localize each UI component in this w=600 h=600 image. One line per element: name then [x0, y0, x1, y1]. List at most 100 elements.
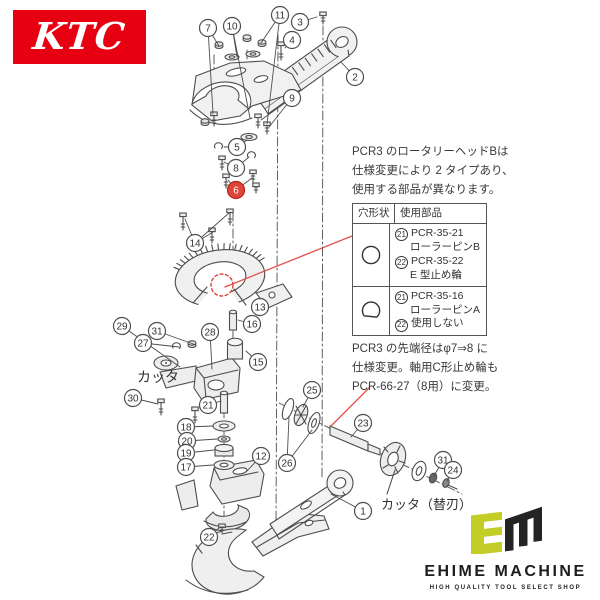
shaft-cutter-assembly	[281, 397, 458, 495]
circled-num: 22	[395, 318, 408, 332]
ehime-machine-tagline: HIGH QUALITY TOOL SELECT SHOP	[429, 585, 582, 591]
svg-text:9: 9	[289, 93, 295, 104]
callout-13: 13	[250, 297, 270, 317]
callout-23: 23	[350, 413, 373, 438]
part-note: 使用しない	[411, 317, 464, 330]
feed-lever-part1	[269, 469, 354, 540]
svg-text:22: 22	[203, 532, 215, 543]
svg-text:11: 11	[275, 10, 286, 21]
ehime-machine-logo: EHIME MACHINE HIGH QUALITY TOOL SELECT S…	[423, 504, 588, 591]
svg-text:31: 31	[151, 326, 163, 337]
callout-24: 24	[443, 460, 463, 482]
col-used-parts: 使用部品	[400, 207, 442, 219]
hole-shape-d	[361, 300, 381, 318]
callout-4: 4	[282, 30, 302, 50]
callout-2: 2	[340, 61, 365, 87]
part-name: ローラーピンA	[410, 303, 481, 316]
circled-num: 21	[395, 290, 408, 304]
part-code: PCR-35-22	[411, 254, 464, 267]
part-code: PCR-35-16	[411, 289, 464, 302]
ehime-machine-name: EHIME MACHINE	[424, 563, 587, 580]
callout-22: 22	[199, 527, 220, 547]
note-line: PCR3 のロータリーヘッドBは	[352, 146, 509, 158]
callout-17: 17	[176, 457, 214, 477]
svg-text:26: 26	[281, 458, 293, 469]
svg-text:14: 14	[189, 238, 201, 249]
svg-text:13: 13	[254, 302, 266, 313]
part-name: ローラーピンB	[410, 241, 481, 254]
callout-11: 11	[260, 5, 290, 125]
callout-27: 27	[133, 333, 180, 353]
ktc-logo: KTC	[13, 10, 146, 64]
cutter-label: カッタ	[137, 369, 179, 385]
svg-text:5: 5	[234, 142, 240, 153]
svg-text:3: 3	[297, 17, 303, 28]
callout-15: 15	[245, 350, 268, 372]
hole-shape-circle	[361, 245, 381, 265]
callout-6: 6	[226, 177, 253, 200]
frame-part12	[175, 459, 265, 532]
svg-text:12: 12	[255, 451, 267, 462]
svg-text:27: 27	[137, 338, 149, 349]
note-line: PCR3 の先端径はφ7⇒8 に	[352, 343, 488, 355]
svg-text:10: 10	[226, 21, 238, 32]
cutter-blade-label: カッタ（替刃）	[381, 497, 473, 512]
svg-text:24: 24	[447, 465, 459, 476]
carriage-assembly	[153, 355, 241, 401]
svg-text:30: 30	[127, 393, 139, 404]
col-hole-shape: 穴形状	[353, 204, 395, 223]
svg-text:17: 17	[180, 462, 192, 473]
callout-28: 28	[200, 322, 220, 370]
callout-9: 9	[260, 88, 302, 128]
circled-num: 22	[395, 256, 408, 269]
callout-21: 21	[198, 395, 222, 415]
part-code: PCR-35-21	[411, 227, 464, 239]
svg-text:21: 21	[202, 400, 214, 411]
svg-text:4: 4	[289, 35, 295, 46]
circled-num: 21	[395, 228, 408, 242]
svg-text:2: 2	[352, 72, 358, 83]
callout-12: 12	[246, 446, 271, 472]
svg-text:23: 23	[357, 418, 369, 429]
note-line: 使用する部品が異なります。	[352, 184, 501, 196]
em-mark-icon	[470, 506, 542, 556]
callout-14: 14	[184, 212, 230, 253]
svg-text:7: 7	[205, 23, 211, 34]
red-annotations	[210, 235, 370, 427]
fasteners	[157, 11, 327, 534]
callout-16: 16	[237, 314, 262, 334]
note-line: PCR-66-27（8用）に変更。	[352, 381, 497, 393]
svg-text:18: 18	[180, 422, 192, 433]
callout-7: 7	[198, 18, 220, 115]
svg-text:28: 28	[204, 327, 216, 338]
note-rotary-head: PCR3 のロータリーヘッドBは 仕様変更により 2 タイプあり、 使用する部品…	[352, 143, 522, 200]
note-tip-diameter: PCR3 の先端径はφ7⇒8 に 仕様変更。軸用C形止め輪も PCR-66-27…	[352, 340, 522, 397]
callout-25: 25	[302, 380, 322, 408]
callout-30: 30	[123, 388, 159, 408]
svg-text:16: 16	[246, 319, 258, 330]
rotary-head-top-jaw	[189, 60, 302, 125]
callout-29: 29	[112, 316, 181, 368]
callout-31: 31	[147, 321, 197, 346]
note-line: 仕様変更。軸用C形止め輪も	[352, 362, 499, 374]
note-line: 仕様変更により 2 タイプあり、	[352, 165, 514, 177]
parts-table-header: 穴形状 使用部品	[353, 204, 486, 223]
svg-text:8: 8	[233, 163, 239, 174]
svg-text:29: 29	[116, 321, 128, 332]
svg-text:15: 15	[252, 357, 264, 368]
callout-3: 3	[290, 12, 318, 32]
svg-text:19: 19	[180, 448, 192, 459]
svg-text:20: 20	[181, 436, 193, 447]
callout-1: 1	[330, 493, 373, 521]
svg-text:6: 6	[233, 185, 239, 196]
callout-8: 8	[223, 156, 250, 178]
callout-26: 26	[277, 416, 313, 473]
part-name: E 型止め輪	[410, 269, 462, 281]
svg-text:1: 1	[360, 506, 366, 517]
callout-10: 10	[222, 16, 251, 119]
